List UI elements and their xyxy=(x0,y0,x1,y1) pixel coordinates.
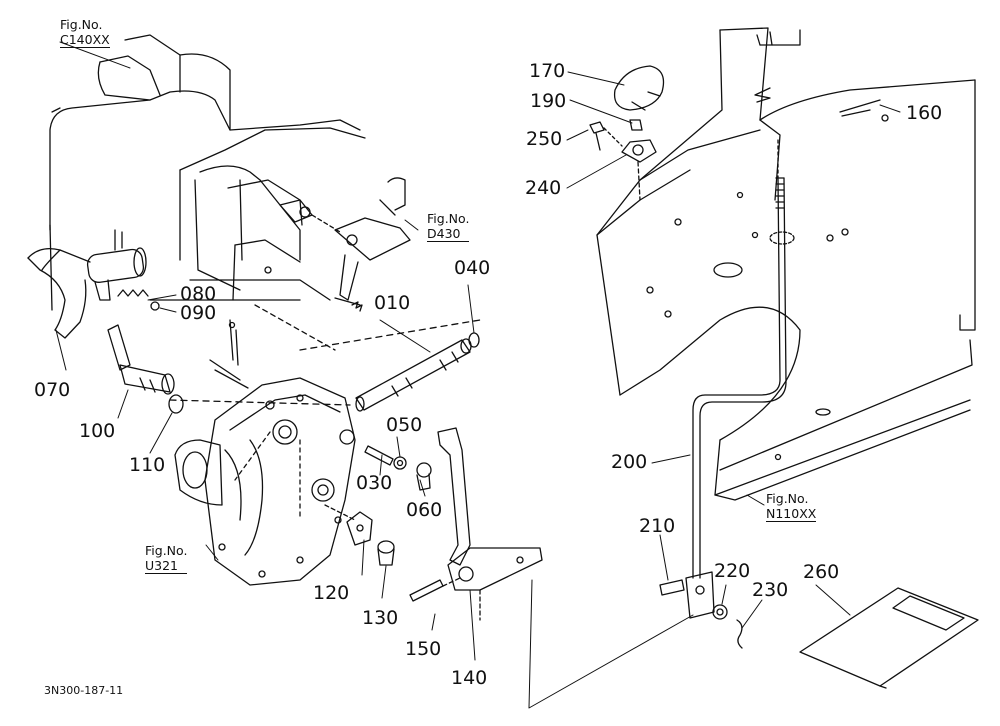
callout-220: 220 xyxy=(714,560,751,582)
callout-010: 010 xyxy=(374,292,411,314)
fender-panel xyxy=(596,27,976,501)
callout-190: 190 xyxy=(530,90,567,112)
transmission-housing xyxy=(49,34,366,389)
leader-lines xyxy=(55,41,901,709)
callout-040: 040 xyxy=(454,257,491,279)
callout-050: 050 xyxy=(386,414,423,436)
fig-ref-d430: Fig.No. D430 xyxy=(427,211,470,242)
fig-ref-n110xx-code[interactable]: N110XX xyxy=(766,506,817,522)
shift-fork xyxy=(27,229,147,339)
fig-ref-u321: Fig.No. U321 xyxy=(145,543,188,574)
callout-030: 030 xyxy=(356,472,393,494)
floor-plate xyxy=(799,587,979,689)
callout-100: 100 xyxy=(79,420,116,442)
callout-160: 160 xyxy=(906,102,943,124)
fig-ref-c140xx-label: Fig.No. xyxy=(60,17,103,32)
callout-110: 110 xyxy=(129,454,166,476)
control-lever xyxy=(409,427,543,621)
control-rod xyxy=(692,139,787,579)
document-code: 3N300-187-11 xyxy=(44,684,124,697)
callout-060: 060 xyxy=(406,499,443,521)
callout-120: 120 xyxy=(313,582,350,604)
fig-ref-n110xx: Fig.No. N110XX xyxy=(766,491,817,522)
callout-260: 260 xyxy=(803,561,840,583)
callout-250: 250 xyxy=(526,128,563,150)
callout-230: 230 xyxy=(752,579,789,601)
clevis-joint xyxy=(659,571,743,649)
callout-090: 090 xyxy=(180,302,217,324)
o-ring xyxy=(168,394,184,414)
callout-210: 210 xyxy=(639,515,676,537)
callout-240: 240 xyxy=(525,177,562,199)
plate-and-bolt xyxy=(324,504,395,566)
upper-linkage xyxy=(279,177,411,312)
callout-140: 140 xyxy=(451,667,488,689)
fig-ref-u321-code[interactable]: U321 xyxy=(145,558,188,574)
fig-ref-u321-label: Fig.No. xyxy=(145,543,188,558)
fig-ref-d430-code[interactable]: D430 xyxy=(427,226,470,242)
shift-lever xyxy=(107,324,175,395)
shift-shaft xyxy=(169,319,481,412)
gear-case xyxy=(174,377,356,586)
fig-ref-c140xx-code[interactable]: C140XX xyxy=(60,32,110,48)
fig-ref-d430-label: Fig.No. xyxy=(427,211,470,226)
knob-assembly xyxy=(589,65,665,201)
fig-ref-n110xx-label: Fig.No. xyxy=(766,491,809,506)
callout-170: 170 xyxy=(529,60,566,82)
detent-spring xyxy=(117,289,160,311)
shaft-o-ring xyxy=(468,332,480,348)
callout-150: 150 xyxy=(405,638,442,660)
callout-080: 080 xyxy=(180,283,217,305)
fig-ref-c140xx: Fig.No. C140XX xyxy=(60,17,110,48)
callout-130: 130 xyxy=(362,607,399,629)
callout-200: 200 xyxy=(611,451,648,473)
callout-070: 070 xyxy=(34,379,71,401)
